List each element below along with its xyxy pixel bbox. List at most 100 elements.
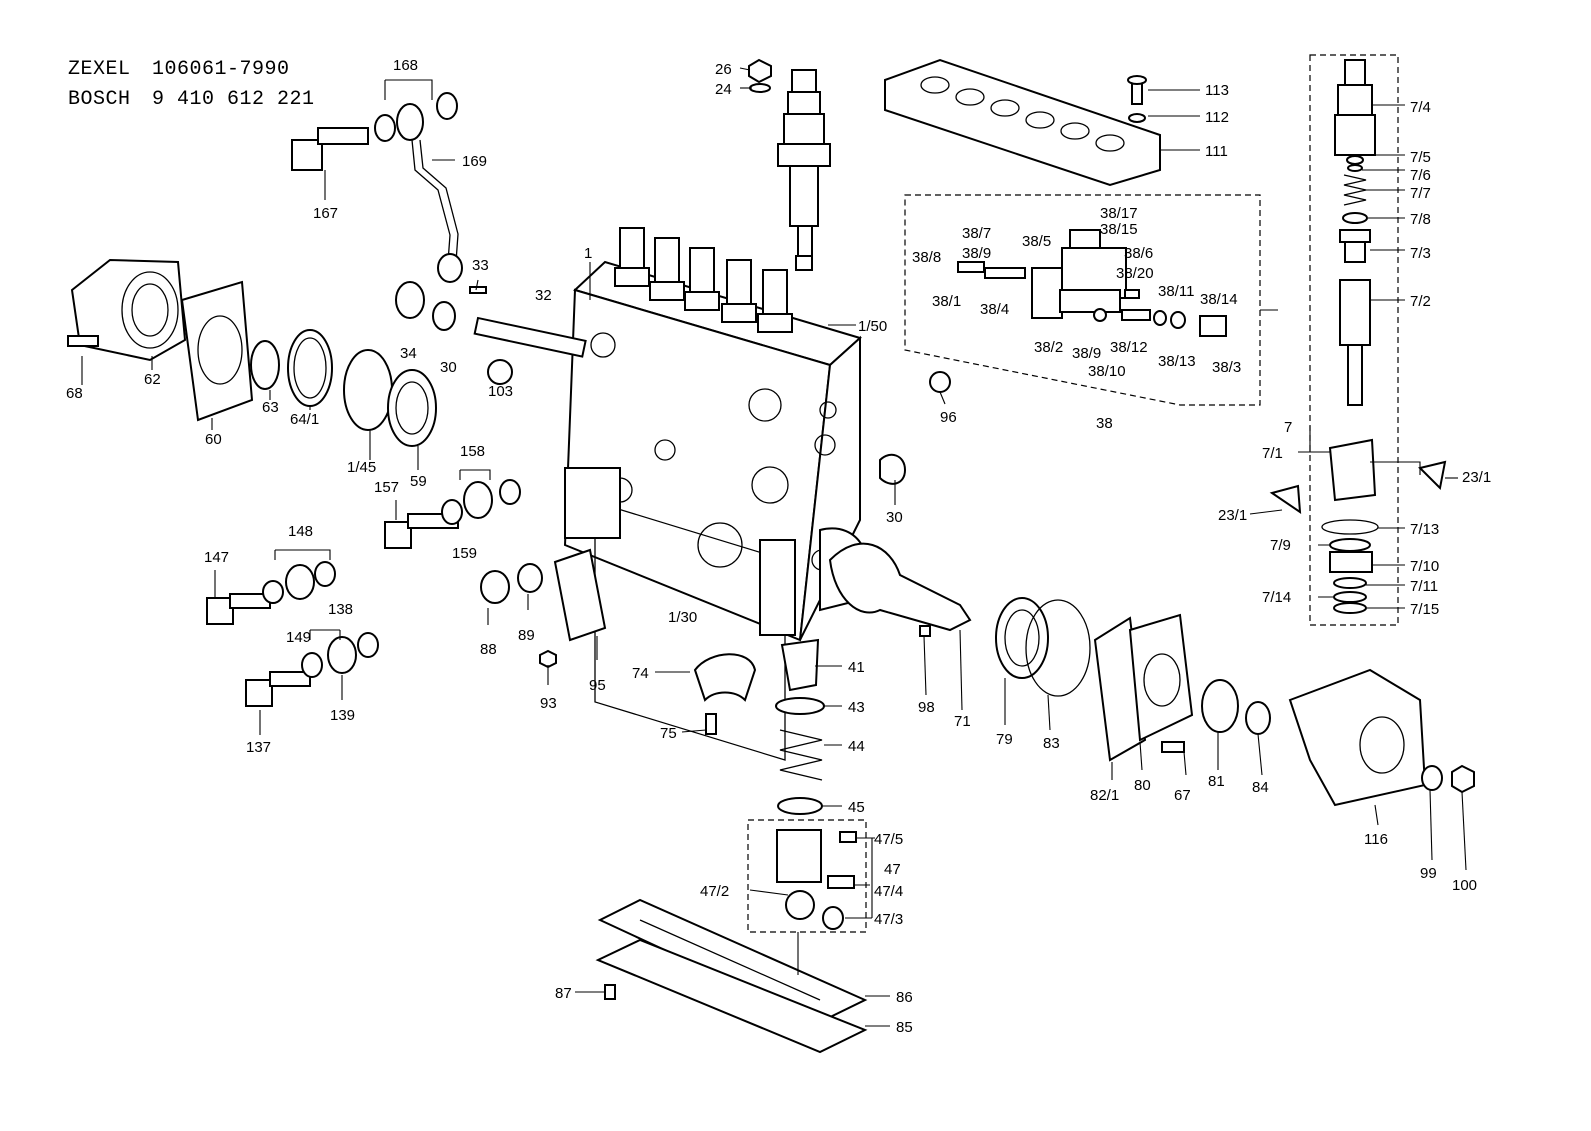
callout: 24 <box>715 81 732 98</box>
callout: 34 <box>400 345 417 362</box>
callout: 26 <box>715 61 732 78</box>
callout: 38/9 <box>962 245 991 262</box>
callout: 116 <box>1364 831 1388 848</box>
callout: 99 <box>1420 865 1437 882</box>
callout: 38/15 <box>1100 221 1138 238</box>
callout: 7/4 <box>1410 99 1431 116</box>
leader-lines <box>81 67 1467 1027</box>
part-number-bosch: 9 410 612 221 <box>152 88 315 111</box>
callout: 98 <box>918 699 935 716</box>
callout: 88 <box>480 641 497 658</box>
callout: 148 <box>288 523 313 540</box>
callout: 23/1 <box>1218 507 1247 524</box>
callout: 139 <box>330 707 355 724</box>
callout: 23/1 <box>1462 469 1491 486</box>
callout: 38/12 <box>1110 339 1148 356</box>
callout: 75 <box>660 725 677 742</box>
callout: 83 <box>1043 735 1060 752</box>
callout: 1/45 <box>347 459 376 476</box>
callout: 137 <box>246 739 271 756</box>
callout: 7/2 <box>1410 293 1431 310</box>
callout: 43 <box>848 699 865 716</box>
callout: 74 <box>632 665 649 682</box>
tappet-assembly <box>693 638 867 933</box>
callout: 38/14 <box>1200 291 1238 308</box>
callout: 38/1 <box>932 293 961 310</box>
callout: 38/4 <box>980 301 1009 318</box>
callout: 38/8 <box>912 249 941 266</box>
callout: 138 <box>328 601 353 618</box>
part-number-zexel: 106061-7990 <box>152 58 290 81</box>
callout: 7/10 <box>1410 558 1439 575</box>
callout: 112 <box>1205 109 1229 126</box>
callout: 95 <box>589 677 606 694</box>
callout: 87 <box>555 985 572 1002</box>
callout: 59 <box>410 473 427 490</box>
callout: 45 <box>848 799 865 816</box>
callout: 1/50 <box>858 318 887 335</box>
callout: 81 <box>1208 773 1225 790</box>
callout: 111 <box>1205 143 1228 160</box>
callout: 7/8 <box>1410 211 1431 228</box>
callout: 63 <box>262 399 279 416</box>
callout: 167 <box>313 205 338 222</box>
callout: 7/5 <box>1410 149 1431 166</box>
callout: 1 <box>584 245 592 262</box>
detail-box-38 <box>904 194 1261 406</box>
callout: 38/6 <box>1124 245 1153 262</box>
callout: 38/10 <box>1088 363 1126 380</box>
callout: 7/9 <box>1270 537 1291 554</box>
callout: 113 <box>1205 82 1229 99</box>
callout: 7/15 <box>1410 601 1439 618</box>
brand-zexel: ZEXEL <box>68 58 131 81</box>
pump-housing <box>563 260 869 761</box>
callout: 38/13 <box>1158 353 1196 370</box>
callout: 7/13 <box>1410 521 1439 538</box>
callout: 7/11 <box>1410 578 1438 595</box>
callout: 47/5 <box>874 831 903 848</box>
callout: 93 <box>540 695 557 712</box>
callout: 38 <box>1096 415 1113 432</box>
callout: 38/20 <box>1116 265 1154 282</box>
callout: 64/1 <box>290 411 319 428</box>
callout: 168 <box>393 57 418 74</box>
callout: 84 <box>1252 779 1269 796</box>
camshaft-and-right-parts <box>828 371 1475 807</box>
callout: 82/1 <box>1090 787 1119 804</box>
nozzle-holder-top <box>748 58 831 271</box>
callout: 60 <box>205 431 222 448</box>
callout: 80 <box>1134 777 1151 794</box>
callout: 7/1 <box>1262 445 1283 462</box>
callout: 7/14 <box>1262 589 1291 606</box>
callout: 85 <box>896 1019 913 1036</box>
callout: 96 <box>940 409 957 426</box>
callout: 149 <box>286 629 311 646</box>
callout: 79 <box>996 731 1013 748</box>
callout: 100 <box>1452 877 1477 894</box>
callout: 47/4 <box>874 883 903 900</box>
callout: 38/5 <box>1022 233 1051 250</box>
callout: 38/9 <box>1072 345 1101 362</box>
callout: 86 <box>896 989 913 1006</box>
callout: 47/3 <box>874 911 903 928</box>
callout: 71 <box>954 713 971 730</box>
callout: 38/2 <box>1034 339 1063 356</box>
callout: 7/6 <box>1410 167 1431 184</box>
brand-bosch: BOSCH <box>68 88 131 111</box>
callout: 7 <box>1284 419 1292 436</box>
callout: 38/11 <box>1158 283 1194 300</box>
callout: 68 <box>66 385 83 402</box>
callout: 7/7 <box>1410 185 1431 202</box>
bottom-covers <box>595 898 868 1054</box>
callout: 147 <box>204 549 229 566</box>
callout: 169 <box>462 153 487 170</box>
callout-labels: 26 24 113 112 111 168 169 167 33 34 30 3… <box>66 57 1491 1036</box>
callout: 157 <box>374 479 399 496</box>
callout: 67 <box>1174 787 1191 804</box>
callout: 89 <box>518 627 535 644</box>
callout: 7/3 <box>1410 245 1431 262</box>
callout: 158 <box>460 443 485 460</box>
callout: 41 <box>848 659 865 676</box>
callout: 47 <box>884 861 901 878</box>
